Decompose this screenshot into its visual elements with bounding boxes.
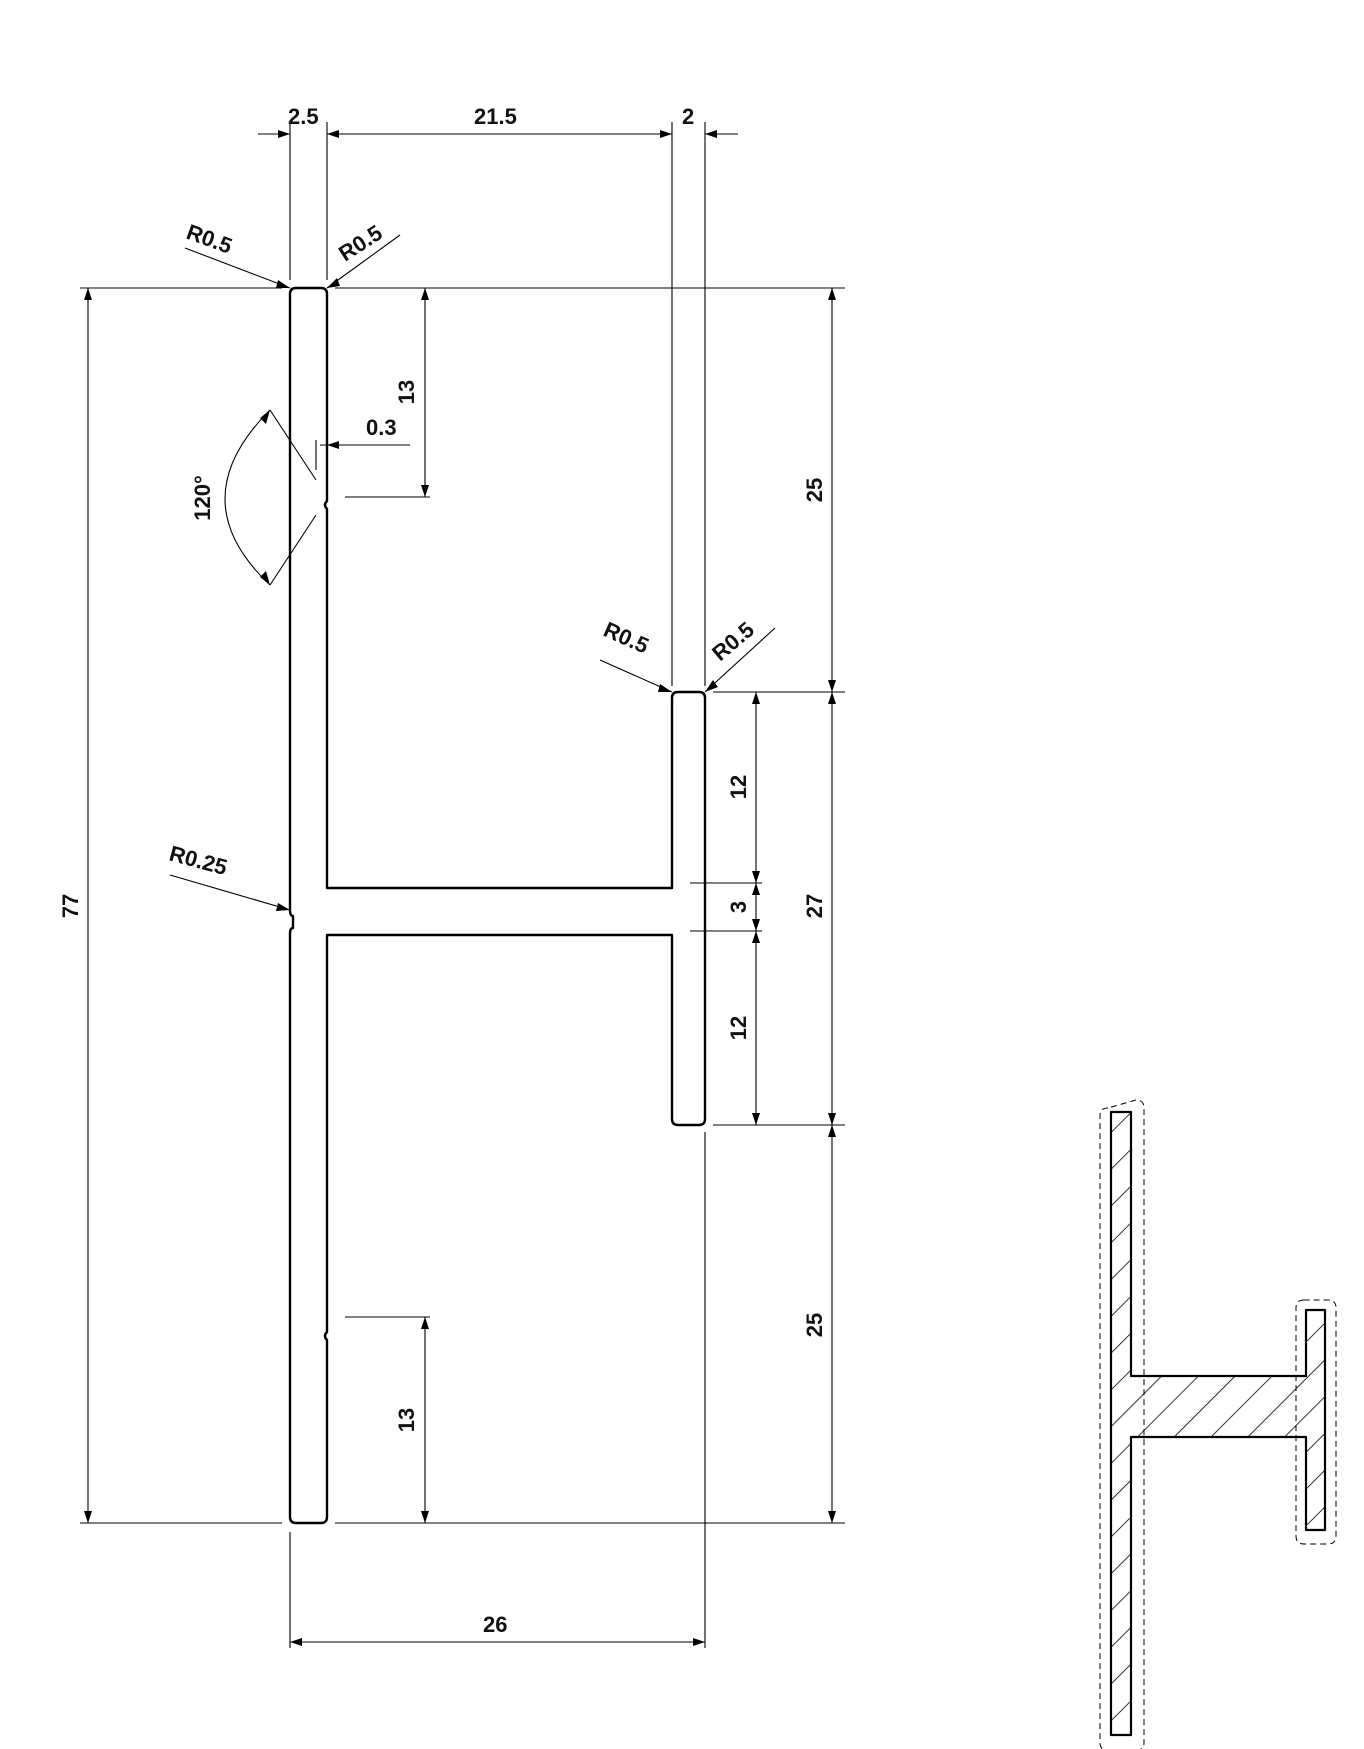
section-flange-dashed — [1295, 1299, 1337, 1545]
dim-groove-offset-top: 13 — [394, 380, 419, 404]
dim-flange-lower: 12 — [726, 1016, 751, 1040]
section-view — [1099, 1099, 1337, 1749]
dimension-labels: 2.5 21.5 2 26 77 25 27 25 13 13 0.3 120°… — [58, 104, 827, 1637]
radius-flange-left: R0.5 — [600, 617, 653, 659]
dim-groove-depth: 0.3 — [366, 415, 397, 440]
dim-upper-span: 25 — [802, 478, 827, 502]
dim-top-gap: 21.5 — [474, 104, 517, 129]
dim-lower-span: 25 — [802, 1313, 827, 1337]
section-outline-dashed — [1099, 1099, 1145, 1749]
extension-lines — [80, 122, 845, 1648]
dim-groove-offset-bottom: 13 — [394, 1408, 419, 1432]
radius-flange-right: R0.5 — [707, 617, 759, 666]
dim-groove-angle: 120° — [190, 475, 215, 521]
dim-top-right-thickness: 2 — [682, 104, 694, 129]
section-profile — [1109, 1110, 1327, 1737]
profile-outline — [288, 286, 707, 1525]
radius-top-left: R0.5 — [183, 219, 235, 258]
dim-flange-upper: 12 — [726, 775, 751, 799]
dim-overall-width: 26 — [483, 1612, 507, 1637]
radius-top-right: R0.5 — [334, 220, 387, 266]
radius-web-junction: R0.25 — [167, 841, 230, 880]
dim-top-flange-thickness: 2.5 — [288, 104, 319, 129]
dim-overall-height: 77 — [58, 894, 83, 918]
dim-web-thickness: 3 — [726, 901, 751, 913]
dimension-lines — [84, 130, 836, 1646]
dim-middle-span: 27 — [802, 894, 827, 918]
